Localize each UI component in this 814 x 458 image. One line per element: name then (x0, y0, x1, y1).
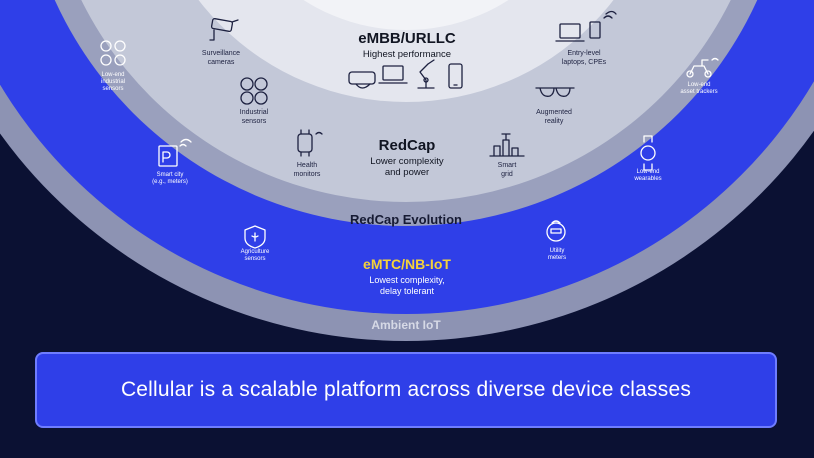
scooter-tracker-icon (686, 57, 719, 78)
parking-meter-icon (158, 138, 192, 167)
robot-arm-icon (417, 59, 435, 89)
laptop-icon (378, 65, 408, 84)
health-monitors-label-1: Health (297, 162, 317, 169)
redcap-subtitle-1: Lower complexity (370, 156, 444, 167)
ambient-iot-title: Ambient IoT (371, 318, 441, 332)
smart-grid-label-2: grid (501, 171, 513, 178)
entry-laptops-label-1: Entry-level (567, 50, 601, 57)
laptop-wireless-icon (555, 10, 617, 42)
surveillance-label-1: Surveillance (202, 50, 240, 57)
embb-urllc-core (198, 0, 614, 102)
inner-core (303, 0, 509, 30)
surveillance-label-2: cameras (208, 59, 235, 66)
agriculture-label-2: sensors (244, 256, 265, 262)
wearable-watch-icon (640, 135, 656, 171)
lowend-industrial-label-3: sensors (102, 86, 123, 92)
lowend-wearables-label-2: wearables (633, 176, 661, 182)
utility-meters-label-1: Utility (550, 248, 565, 254)
redcap-subtitle-2: and power (385, 167, 429, 178)
industrial-sensors-icon (240, 77, 268, 105)
industrial-sensors-label-2: sensors (242, 118, 267, 125)
summary-banner: Cellular is a scalable platform across d… (35, 352, 777, 428)
smart-city-label-2: (e.g., meters) (152, 179, 188, 185)
health-monitors-label-2: monitors (294, 171, 321, 178)
emtc-subtitle-2: delay tolerant (380, 286, 435, 296)
ar-glasses-icon (535, 87, 575, 97)
utility-meters-label-2: meters (548, 255, 566, 261)
smart-grid-icon (489, 133, 525, 157)
asset-trackers-label-1: Low-end (687, 82, 710, 88)
embb-subtitle: Highest performance (363, 49, 451, 60)
emtc-subtitle-1: Lowest complexity, (369, 275, 444, 285)
smart-grid-label-1: Smart (498, 162, 517, 169)
summary-banner-text: Cellular is a scalable platform across d… (120, 378, 692, 401)
smart-city-label-1: Smart city (157, 172, 184, 178)
entry-laptops-label-2: laptops, CPEs (562, 59, 607, 66)
redcap-evolution-title: RedCap Evolution (350, 212, 462, 227)
augmented-reality-label-1: Augmented (536, 109, 572, 116)
surveillance-camera-icon (209, 18, 239, 41)
agriculture-label-1: Agriculture (241, 249, 270, 255)
agriculture-sensor-icon (244, 225, 266, 249)
lowend-industrial-label-1: Low-end (101, 72, 124, 78)
augmented-reality-label-2: reality (545, 118, 564, 125)
emtc-title: eMTC/NB-IoT (363, 256, 451, 272)
industrial-sensor-gauge-icon (100, 40, 126, 66)
asset-trackers-label-2: asset trackers (680, 89, 717, 95)
redcap-title: RedCap (379, 137, 436, 154)
smartphone-icon (448, 63, 463, 89)
industrial-sensors-label-1: Industrial (240, 109, 269, 116)
lowend-wearables-label-1: Low-end (636, 169, 659, 175)
utility-meter-icon (546, 220, 566, 242)
vr-headset-icon (348, 71, 376, 89)
embb-title: eMBB/URLLC (358, 30, 456, 47)
lowend-industrial-label-2: industrial (101, 79, 125, 85)
smartwatch-icon (297, 129, 323, 157)
